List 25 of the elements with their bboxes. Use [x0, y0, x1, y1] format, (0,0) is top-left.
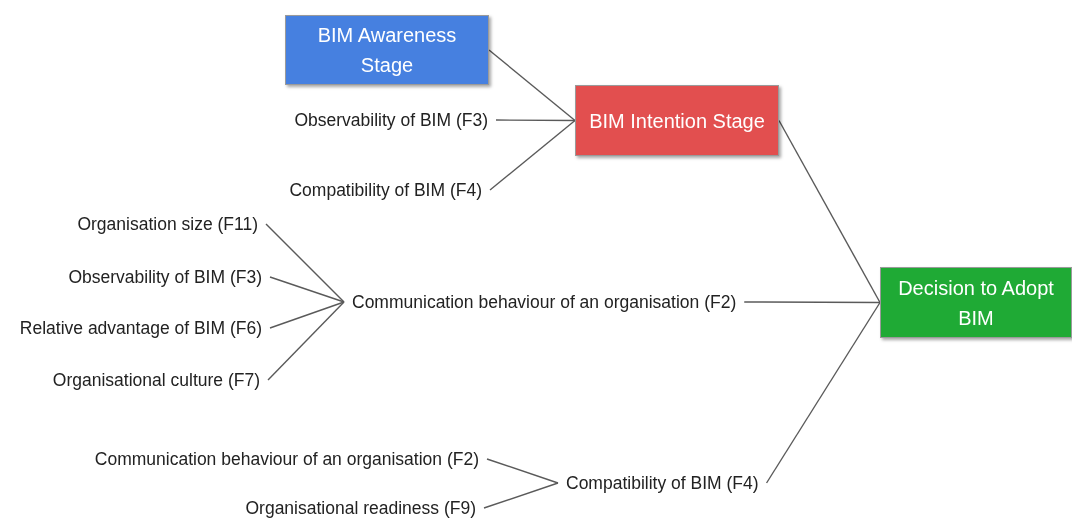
factor-label: Organisational readiness (F9)	[237, 495, 484, 519]
factor-label: Relative advantage of BIM (F6)	[11, 315, 270, 341]
factor-label: Compatibility of BIM (F4)	[558, 470, 767, 496]
connector-line	[269, 276, 345, 303]
connector-line	[483, 482, 559, 509]
factor-label: Observability of BIM (F3)	[286, 107, 496, 133]
connector-line	[778, 119, 881, 304]
connector-line	[488, 49, 576, 122]
stage-box: BIM Awareness Stage	[285, 15, 489, 85]
factor-label: Compatibility of BIM (F4)	[281, 177, 490, 203]
factor-label: Organisation size (F11)	[69, 211, 266, 237]
connector-line	[486, 458, 559, 484]
connector-line	[489, 119, 576, 191]
connector-line	[495, 119, 576, 122]
factor-label: Organisational culture (F7)	[44, 367, 268, 393]
connector-line	[267, 301, 345, 381]
factor-label: Communication behaviour of an organisation (F2)	[86, 446, 487, 472]
stage-box: Decision to Adopt BIM	[880, 267, 1072, 338]
connector-line	[765, 301, 881, 484]
connector-line	[265, 223, 345, 303]
factor-label: Communication behaviour of an organisation (F2)	[344, 289, 745, 315]
factor-label: Observability of BIM (F3)	[60, 264, 270, 290]
connector-line	[269, 301, 345, 329]
stage-box: BIM Intention Stage	[575, 85, 779, 156]
connector-line	[743, 301, 881, 304]
